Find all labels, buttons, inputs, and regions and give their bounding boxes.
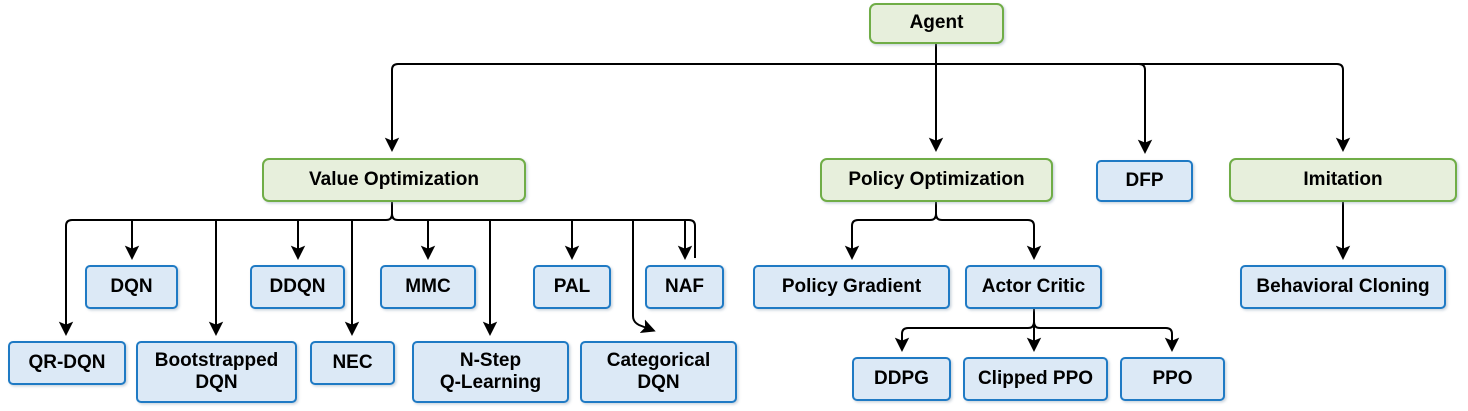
node-policy-optimization[interactable]: Policy Optimization xyxy=(820,158,1053,202)
node-dqn[interactable]: DQN xyxy=(85,265,178,309)
node-naf[interactable]: NAF xyxy=(645,265,724,309)
node-agent[interactable]: Agent xyxy=(869,3,1004,44)
value-optimization-bus xyxy=(391,213,696,258)
node-ppo[interactable]: PPO xyxy=(1120,357,1225,401)
edge-agent-to-dfp xyxy=(935,44,1153,155)
node-label-ddpg: DDPG xyxy=(874,367,929,389)
node-ddqn[interactable]: DDQN xyxy=(250,265,345,309)
node-label-agent: Agent xyxy=(909,12,964,34)
node-label-categorical-dqn: Categorical DQN xyxy=(606,349,711,393)
node-label-qr-dqn: QR-DQN xyxy=(28,351,106,373)
node-label-pal: PAL xyxy=(553,275,591,297)
node-pal[interactable]: PAL xyxy=(533,265,611,309)
node-qr-dqn[interactable]: QR-DQN xyxy=(8,341,126,385)
node-dfp[interactable]: DFP xyxy=(1096,160,1193,202)
node-label-policy-optimization: Policy Optimization xyxy=(848,168,1025,190)
node-ddpg[interactable]: DDPG xyxy=(852,357,951,401)
node-label-naf: NAF xyxy=(664,275,705,297)
node-label-policy-gradient: Policy Gradient xyxy=(781,275,922,297)
node-behavioral-cloning[interactable]: Behavioral Cloning xyxy=(1240,265,1446,309)
node-label-ddqn: DDQN xyxy=(269,275,326,297)
node-categorical-dqn[interactable]: Categorical DQN xyxy=(580,341,737,403)
node-label-actor-critic: Actor Critic xyxy=(981,275,1086,297)
edge-actor-critic-to-ddpg xyxy=(894,309,1035,353)
node-value-optimization[interactable]: Value Optimization xyxy=(262,158,526,202)
node-bootstrapped-dqn[interactable]: Bootstrapped DQN xyxy=(136,341,297,403)
node-label-dqn: DQN xyxy=(110,275,153,297)
node-n-step-q-learning[interactable]: N-Step Q-Learning xyxy=(412,341,569,403)
node-label-n-step-q-learning: N-Step Q-Learning xyxy=(439,349,542,393)
node-clipped-ppo[interactable]: Clipped PPO xyxy=(963,357,1108,401)
node-label-mmc: MMC xyxy=(405,275,451,297)
node-label-imitation: Imitation xyxy=(1303,168,1383,190)
node-mmc[interactable]: MMC xyxy=(380,265,476,309)
node-label-bootstrapped-dqn: Bootstrapped DQN xyxy=(154,349,279,393)
node-label-dfp: DFP xyxy=(1125,169,1164,191)
node-label-nec: NEC xyxy=(332,351,373,373)
edge-policy-optimization-to-policy-gradient xyxy=(844,202,937,261)
edge-agent-to-value-optimization xyxy=(384,44,937,153)
edge-actor-critic-to-ppo xyxy=(1033,309,1180,353)
edge-policy-optimization-to-actor-critic xyxy=(935,202,1042,261)
node-actor-critic[interactable]: Actor Critic xyxy=(965,265,1102,309)
node-nec[interactable]: NEC xyxy=(310,341,395,385)
node-policy-gradient[interactable]: Policy Gradient xyxy=(753,265,950,309)
node-label-clipped-ppo: Clipped PPO xyxy=(977,367,1094,389)
node-label-value-optimization: Value Optimization xyxy=(309,168,479,190)
node-label-behavioral-cloning: Behavioral Cloning xyxy=(1256,275,1430,297)
edge-agent-to-imitation xyxy=(935,44,1351,153)
node-label-ppo: PPO xyxy=(1152,367,1193,389)
node-imitation[interactable]: Imitation xyxy=(1229,158,1457,202)
